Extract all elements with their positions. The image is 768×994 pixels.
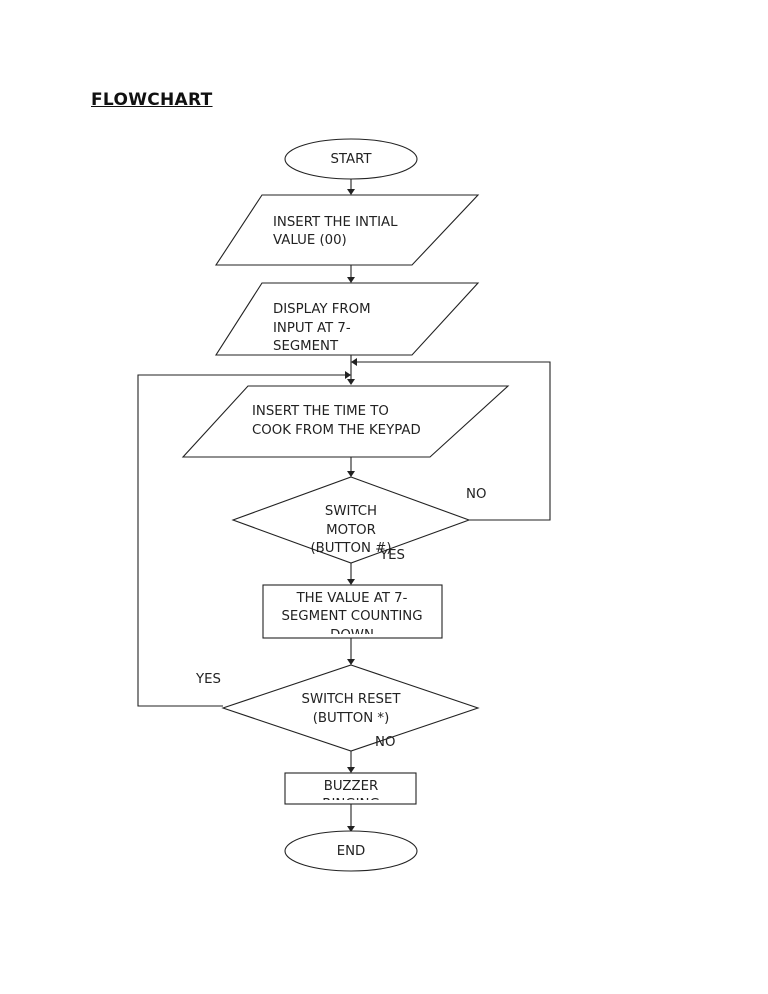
insert-initial-line-2: VALUE (00) — [273, 233, 347, 248]
switch-reset-line-2: (BUTTON *) — [313, 711, 390, 726]
arrowhead — [347, 189, 355, 195]
motor-no-loop-line — [357, 361, 551, 521]
insert-time-line-1: INSERT THE TIME TO — [252, 404, 389, 419]
insert-initial-value-input — [214, 194, 480, 266]
arrowhead — [347, 471, 355, 477]
end-terminal — [284, 830, 418, 872]
reset-yes-loop-line — [137, 374, 345, 707]
counting-line-2: SEGMENT COUNTING — [281, 609, 422, 624]
buzzer-line-2: RINGING — [322, 797, 380, 812]
switch-reset-line-1: SWITCH RESET — [302, 692, 402, 707]
reset-no-label: NO — [375, 735, 395, 750]
display-line-1: DISPLAY FROM — [273, 302, 371, 317]
switch-motor-line-1: SWITCH — [325, 504, 377, 519]
counting-down-process — [262, 584, 443, 639]
arrowhead — [347, 826, 355, 832]
motor-yes-label: YES — [379, 548, 405, 563]
switch-motor-line-2: MOTOR — [326, 523, 376, 538]
counting-line-3: DOWN — [330, 628, 374, 643]
counting-line-1: THE VALUE AT 7- — [296, 591, 408, 606]
end-label: END — [337, 844, 366, 859]
arrowhead — [347, 379, 355, 385]
arrowhead — [347, 659, 355, 665]
switch-reset-decision — [221, 664, 480, 752]
start-label: START — [330, 152, 372, 167]
display-input-output — [214, 282, 480, 356]
motor-no-label: NO — [466, 487, 486, 502]
arrowhead — [345, 371, 351, 379]
insert-time-input — [181, 385, 510, 458]
arrowhead — [347, 277, 355, 283]
buzzer-process — [284, 772, 417, 805]
page-heading: FLOWCHART — [91, 90, 213, 110]
reset-yes-label: YES — [195, 672, 221, 687]
display-line-3: SEGMENT — [273, 339, 339, 354]
arrowhead — [347, 767, 355, 773]
display-line-2: INPUT AT 7- — [273, 321, 351, 336]
buzzer-line-1: BUZZER — [324, 779, 378, 794]
switch-motor-line-3: (BUTTON #) — [310, 541, 391, 556]
insert-initial-line-1: INSERT THE INTIAL — [273, 215, 398, 230]
arrowhead — [347, 579, 355, 585]
insert-time-line-2: COOK FROM THE KEYPAD — [252, 423, 421, 438]
arrowhead — [351, 358, 357, 366]
